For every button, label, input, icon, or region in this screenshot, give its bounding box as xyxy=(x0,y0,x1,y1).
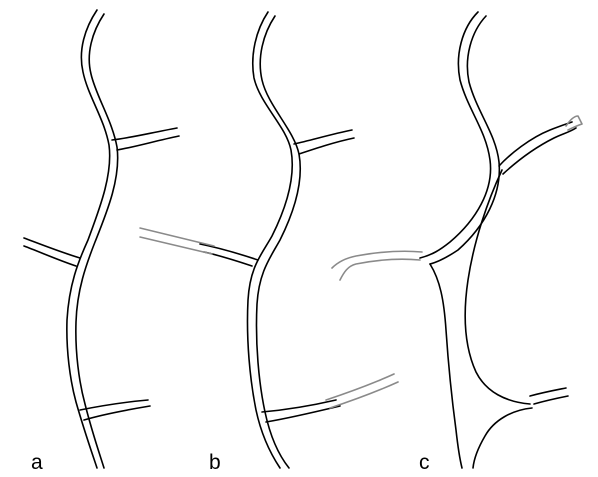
panel-b-trunk-left-edge xyxy=(247,12,292,468)
panel-a-trunk-right-edge xyxy=(76,14,118,468)
panel-b-lower-branch-bottom xyxy=(266,406,340,422)
panel-a-label: a xyxy=(31,452,43,473)
panel-b-trunk-right-edge xyxy=(256,16,300,468)
panel-b-upper-branch-top xyxy=(294,130,352,144)
panel-c-upper-tip xyxy=(566,116,582,130)
panel-b-label: b xyxy=(209,452,221,473)
panel-a-left-branch-top xyxy=(24,238,80,258)
panel-c-middle-trunk-left-edge xyxy=(430,264,462,468)
panel-c-left-grey-branch-bottom xyxy=(340,259,420,280)
panel-c-drawing xyxy=(332,12,582,468)
panel-c-lower-curve xyxy=(473,408,532,468)
panel-c-lower-branch-bottom xyxy=(534,396,568,404)
panel-b-left-branch-top xyxy=(200,244,258,260)
panel-c-lower-branch-top xyxy=(530,388,566,396)
panel-a-left-branch-bottom xyxy=(24,246,76,266)
panel-b-drawing xyxy=(140,12,398,468)
panel-b-lower-extension-top xyxy=(326,374,394,400)
panel-c-middle-trunk-right-edge xyxy=(465,170,530,404)
panel-b-left-extension-top xyxy=(140,228,214,246)
panel-c-label: c xyxy=(419,452,430,473)
panel-c-upper-arc-top xyxy=(499,122,572,166)
panel-a-trunk-left-edge xyxy=(67,10,110,468)
panel-b-left-extension-bottom xyxy=(140,237,212,254)
panel-a-drawing xyxy=(24,10,179,468)
panel-c-upper-trunk-left-edge xyxy=(420,12,491,258)
